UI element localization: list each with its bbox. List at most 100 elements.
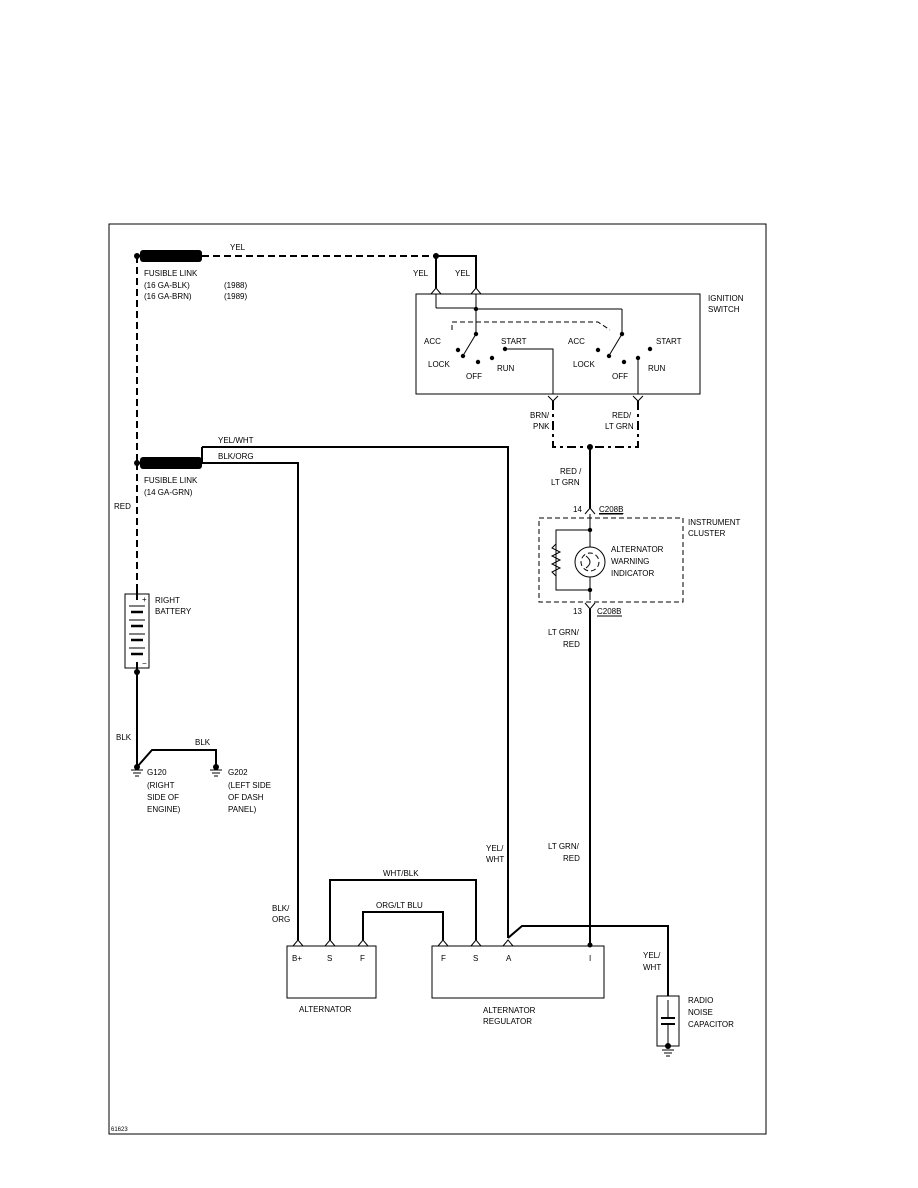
wire-blk-org: [202, 462, 299, 940]
label-g202-4: PANEL): [228, 805, 257, 814]
label-start-right: START: [656, 337, 682, 346]
label-reg-s: S: [473, 954, 478, 963]
label-g202-2: (LEFT SIDE: [228, 781, 271, 790]
alternator-box: [286, 945, 377, 999]
label-yel-left: YEL: [413, 269, 429, 278]
label-blk-org-b2: ORG: [272, 915, 290, 924]
label-c208b-bot: C208B: [597, 607, 621, 616]
label-capacitor-2: NOISE: [688, 1008, 713, 1017]
label-reg-i: I: [589, 954, 591, 963]
label-battery-1: RIGHT: [155, 596, 180, 605]
connector-alt-f: [357, 939, 369, 947]
label-red-left: RED: [114, 502, 131, 511]
connector-ign-1: [430, 287, 442, 295]
label-blk-b: BLK: [195, 738, 211, 747]
diagram-frame: [108, 223, 767, 1135]
wire-red-ltgrn-a: [590, 401, 639, 448]
label-cluster-1: INSTRUMENT: [688, 518, 741, 527]
label-ign-title1: IGNITION: [708, 294, 744, 303]
label-off-left: OFF: [466, 372, 482, 381]
label-fuse1-year1: (1988): [224, 281, 247, 290]
label-ltgrn-red-a2: RED: [563, 640, 580, 649]
fusible-link-2: [134, 457, 202, 469]
battery-icon: [124, 590, 150, 675]
wire-brn-pnk: [552, 401, 590, 448]
wire-wht-blk: [329, 879, 477, 940]
ground-g202-icon: [210, 764, 222, 777]
label-battery-plus: +: [142, 595, 147, 604]
label-g120-1: G120: [147, 768, 167, 777]
connector-c208b-14: [584, 507, 596, 515]
label-yel-wht-cap-1: YEL/: [643, 951, 661, 960]
label-red-ltgrn-b2: LT GRN: [551, 478, 580, 487]
capacitor-icon: [656, 995, 680, 1057]
ignition-switch-right: [476, 308, 653, 394]
label-org-ltblu: ORG/LT BLU: [376, 901, 423, 910]
label-g202-1: G202: [228, 768, 248, 777]
label-brn-pnk-2: PNK: [533, 422, 550, 431]
label-ind-2: WARNING: [611, 557, 649, 566]
label-fuse1-line2: (16 GA-BRN): [144, 292, 192, 301]
label-fuse1-title: FUSIBLE LINK: [144, 269, 198, 278]
label-acc-left: ACC: [424, 337, 441, 346]
label-run-left: RUN: [497, 364, 515, 373]
label-battery-2: BATTERY: [155, 607, 192, 616]
label-run-right: RUN: [648, 364, 666, 373]
label-lock-right: LOCK: [573, 360, 595, 369]
resistor-icon: [550, 543, 562, 577]
connector-c208b-13: [584, 602, 596, 610]
label-blk-org-top: BLK/ORG: [218, 452, 254, 461]
label-lock-left: LOCK: [428, 360, 450, 369]
terminal-reg-i: [587, 942, 593, 948]
label-yel-wht-mid-1: YEL/: [486, 844, 504, 853]
label-yel-right: YEL: [455, 269, 471, 278]
label-regulator-2: REGULATOR: [483, 1017, 532, 1026]
label-g120-3: SIDE OF: [147, 793, 179, 802]
connector-reg-f: [437, 939, 449, 947]
ignition-switch-left: [435, 294, 611, 394]
label-reg-a: A: [506, 954, 512, 963]
label-capacitor-1: RADIO: [688, 996, 713, 1005]
label-reg-f: F: [441, 954, 446, 963]
label-yel-wht-cap-2: WHT: [643, 963, 661, 972]
figure-id: 61623: [111, 1127, 128, 1133]
label-off-right: OFF: [612, 372, 628, 381]
wire-org-ltblu: [362, 911, 444, 940]
label-red-ltgrn-a1: RED/: [612, 411, 632, 420]
label-yel-wht-mid-2: WHT: [486, 855, 504, 864]
label-g120-4: ENGINE): [147, 805, 181, 814]
label-fuse1-line1: (16 GA-BLK): [144, 281, 190, 290]
label-ltgrn-red-a1: LT GRN/: [548, 628, 580, 637]
label-fuse2-line1: (14 GA-GRN): [144, 488, 193, 497]
label-blk-a: BLK: [116, 733, 132, 742]
label-wht-blk: WHT/BLK: [383, 869, 419, 878]
label-pin-13: 13: [573, 607, 582, 616]
label-acc-right: ACC: [568, 337, 585, 346]
label-fuse1-year2: (1989): [224, 292, 247, 301]
label-pin-14: 14: [573, 505, 582, 514]
label-c208b-top: C208B: [599, 505, 623, 514]
connector-reg-s: [470, 939, 482, 947]
label-brn-pnk-1: BRN/: [530, 411, 550, 420]
label-ltgrn-red-b1: LT GRN/: [548, 842, 580, 851]
label-start-left: START: [501, 337, 527, 346]
label-battery-minus: −: [142, 659, 147, 668]
label-ign-title2: SWITCH: [708, 305, 740, 314]
fusible-link-1: [134, 250, 202, 262]
connector-red-ltgrn: [632, 395, 644, 402]
connector-brn-pnk: [547, 395, 559, 402]
wire-yel-right: [436, 255, 477, 288]
connector-alt-bplus: [292, 939, 304, 947]
label-yel-wht-top: YEL/WHT: [218, 436, 254, 445]
label-yel-top: YEL: [230, 243, 246, 252]
ground-g120-icon: [131, 764, 143, 777]
label-regulator-1: ALTERNATOR: [483, 1006, 536, 1015]
label-alt-bplus: B+: [292, 954, 302, 963]
label-fuse2-title: FUSIBLE LINK: [144, 476, 198, 485]
label-ind-1: ALTERNATOR: [611, 545, 664, 554]
label-red-ltgrn-b1: RED /: [560, 467, 582, 476]
label-g120-2: (RIGHT: [147, 781, 175, 790]
wire-yel-wht: [202, 446, 509, 938]
label-ltgrn-red-b2: RED: [563, 854, 580, 863]
label-g202-3: OF DASH: [228, 793, 264, 802]
